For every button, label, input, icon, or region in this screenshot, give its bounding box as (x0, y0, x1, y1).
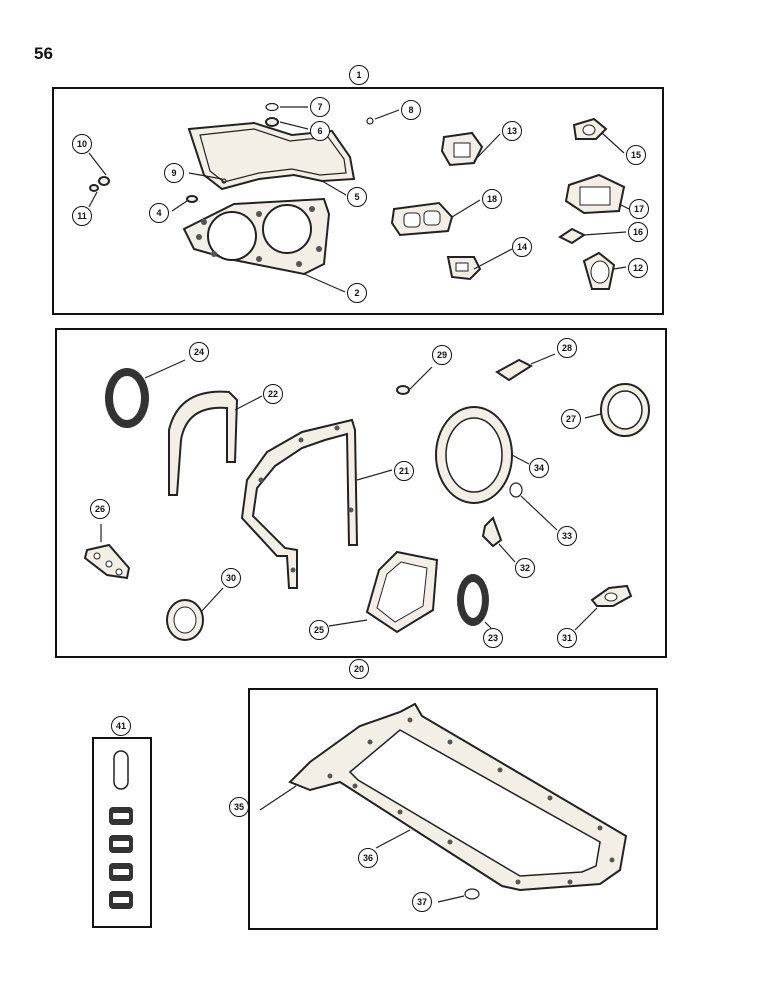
middle-panel-drawing (83, 353, 650, 641)
callout-37: 37 (412, 892, 432, 912)
callout-10: 10 (72, 134, 92, 154)
callout-30: 30 (221, 568, 241, 588)
callout-31: 31 (557, 628, 577, 648)
callout-5: 5 (347, 187, 367, 207)
callout-6: 6 (310, 121, 330, 141)
ring-8 (366, 117, 374, 125)
washer-4 (186, 195, 198, 203)
washer-7 (265, 102, 279, 112)
panel-timing-gaskets: 24 29 28 22 27 34 21 33 26 32 30 25 23 3… (55, 328, 667, 658)
callout-29: 29 (432, 345, 452, 365)
callout-14: 14 (512, 237, 532, 257)
gasket-22 (168, 390, 239, 496)
ring-9 (221, 178, 227, 184)
callout-24: 24 (189, 342, 209, 362)
callout-35: 35 (229, 797, 249, 817)
washer-10 (98, 176, 110, 186)
page-number: 56 (34, 44, 53, 63)
callout-13: 13 (502, 121, 522, 141)
gasket-16 (558, 227, 586, 245)
sleeve-kit-drawing (109, 750, 133, 909)
callout-28: 28 (557, 338, 577, 358)
oring-33 (509, 482, 523, 498)
callout-11: 11 (72, 206, 92, 226)
panel-oil-pan-gasket: 36 37 (248, 688, 658, 930)
oil-pan-drawing (259, 702, 628, 903)
callout-22: 22 (263, 384, 283, 404)
callout-27: 27 (561, 409, 581, 429)
washer-29 (396, 385, 410, 395)
timing-cover-gasket (240, 418, 359, 589)
callout-34: 34 (529, 458, 549, 478)
callout-18: 18 (482, 189, 502, 209)
valve-cover-gasket (187, 121, 356, 191)
pin (113, 750, 129, 790)
callout-9: 9 (164, 163, 184, 183)
callout-15: 15 (626, 145, 646, 165)
callout-16: 16 (628, 222, 648, 242)
gasket-32 (481, 516, 503, 548)
callout-12: 12 (628, 258, 648, 278)
gasket-28 (495, 358, 534, 382)
top-panel-drawing (88, 102, 630, 293)
panel-engine-gaskets: 7 8 6 10 13 15 9 5 11 4 18 17 16 14 12 2 (52, 87, 664, 315)
callout-kit-20: 20 (349, 659, 369, 679)
callout-2: 2 (347, 283, 367, 303)
callout-33: 33 (557, 526, 577, 546)
callout-kit-41: 41 (111, 716, 131, 736)
callout-17: 17 (629, 199, 649, 219)
washer-11 (89, 184, 99, 192)
panel-sleeve-kit (92, 737, 152, 928)
washer-6 (265, 117, 279, 127)
callout-36: 36 (358, 848, 378, 868)
washer-37 (464, 888, 480, 900)
callout-kit-1: 1 (349, 65, 369, 85)
gasket-18 (390, 201, 454, 237)
seal-rings (109, 807, 133, 909)
callout-26: 26 (90, 499, 110, 519)
callout-7: 7 (310, 97, 330, 117)
callout-25: 25 (309, 620, 329, 640)
callout-4: 4 (149, 203, 169, 223)
callout-8: 8 (401, 100, 421, 120)
callout-32: 32 (515, 558, 535, 578)
callout-23: 23 (483, 628, 503, 648)
callout-21: 21 (394, 461, 414, 481)
